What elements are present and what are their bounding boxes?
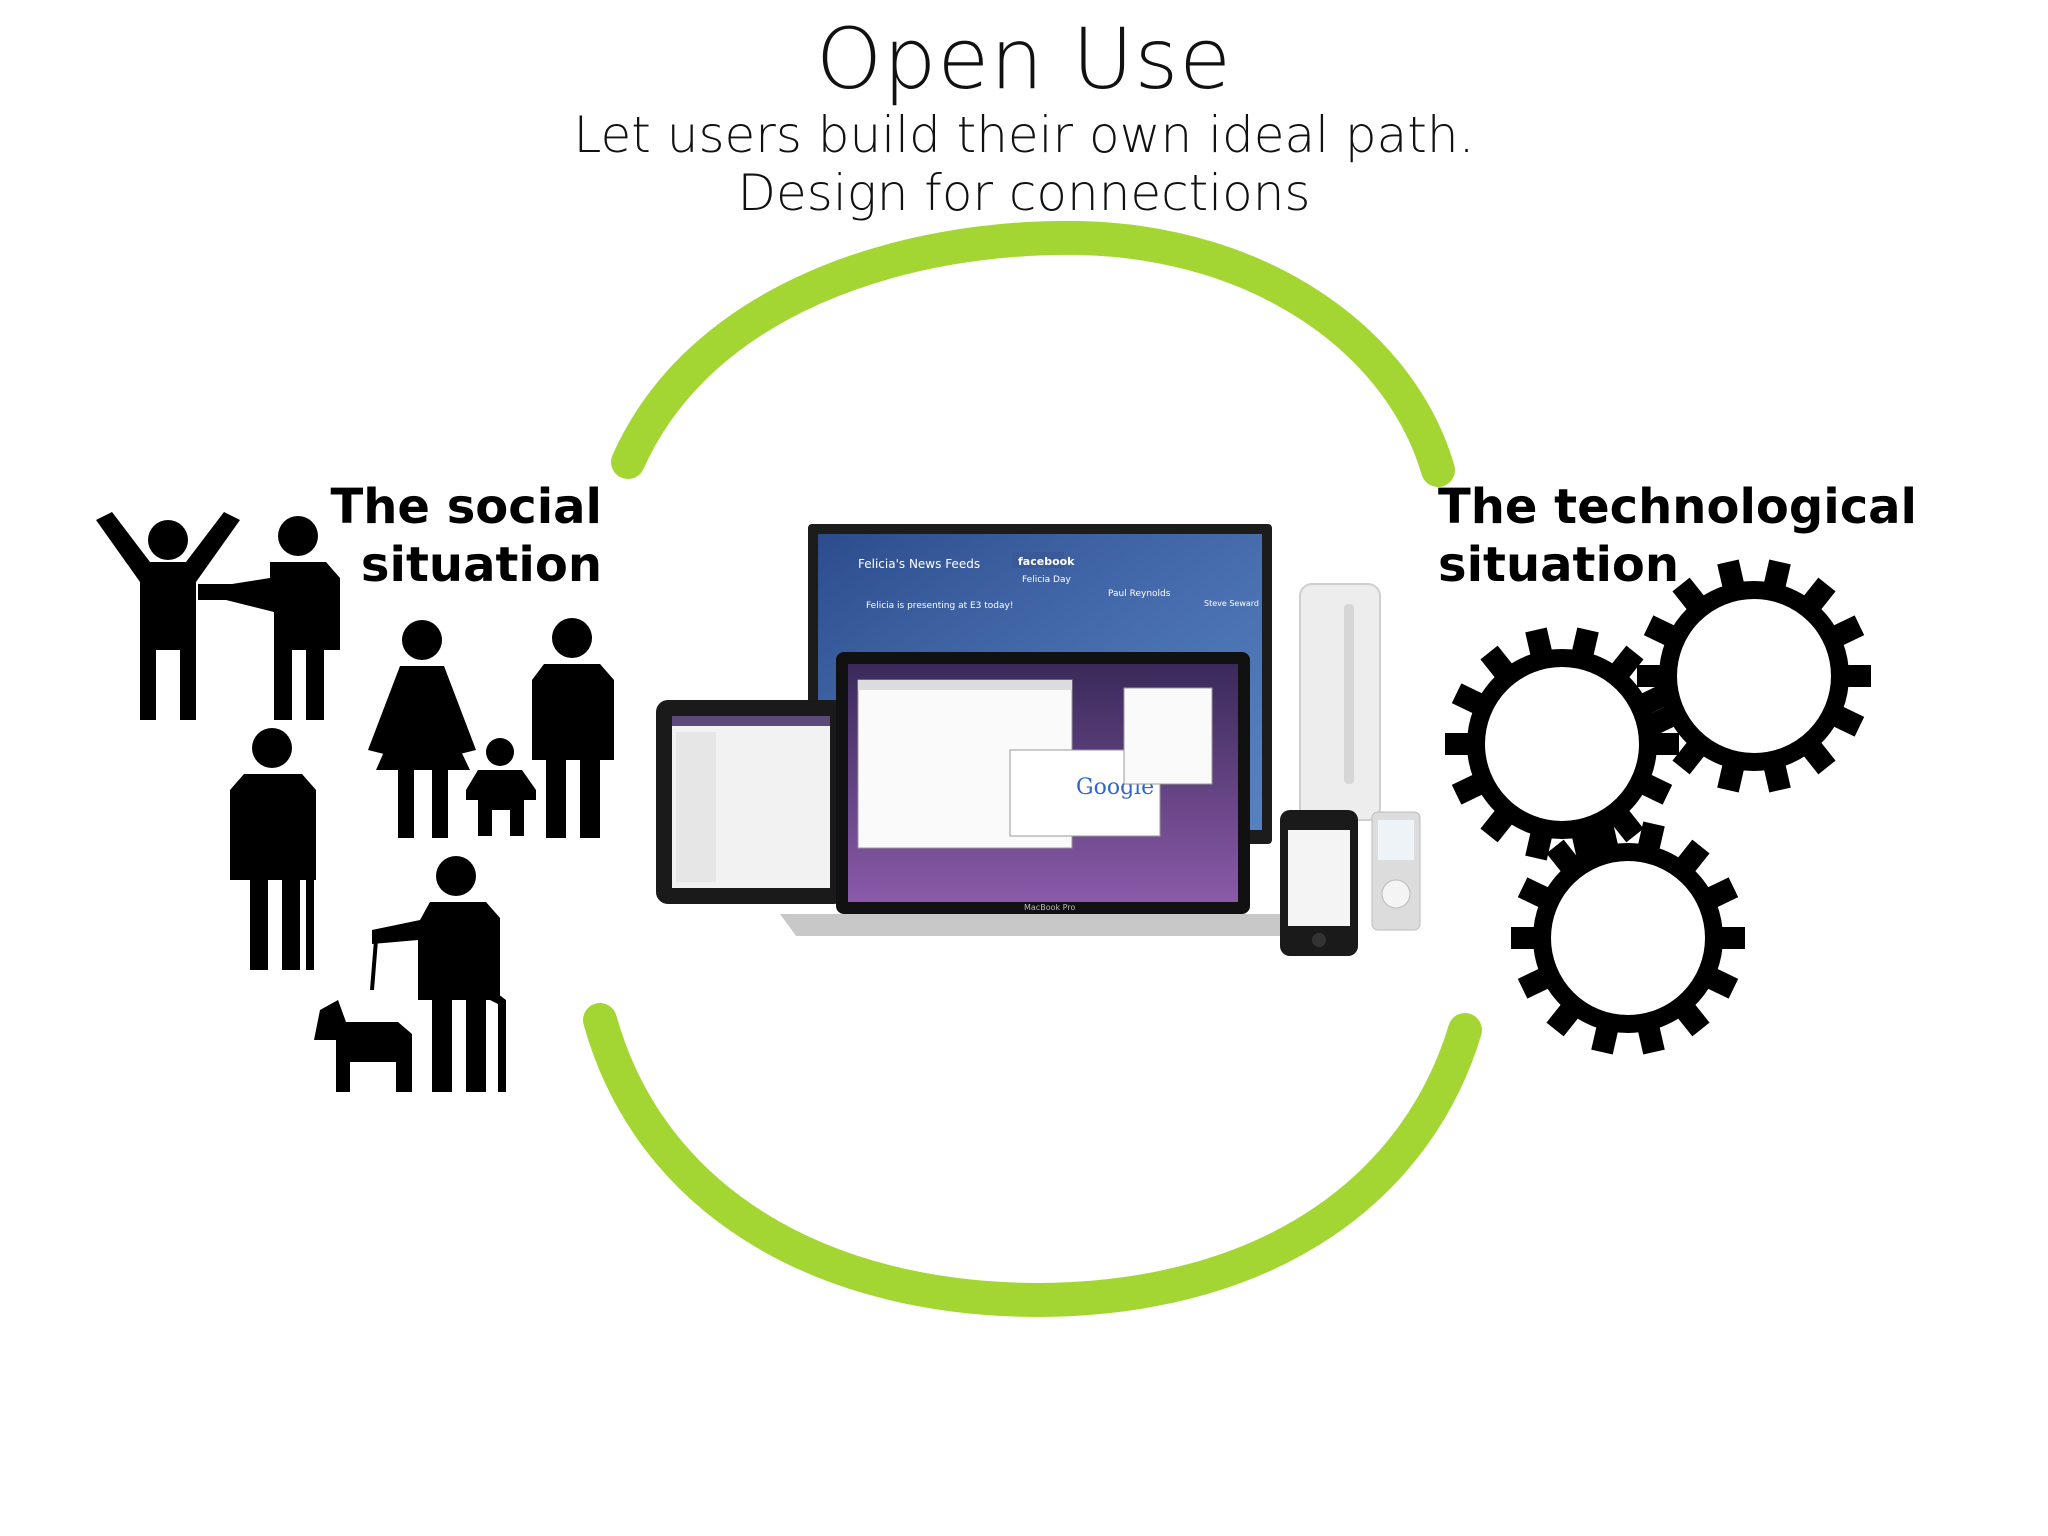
top-arc-icon [611,220,1455,487]
gear-left-icon [1445,627,1679,861]
technological-situation-label: The technological situation [1438,478,1998,594]
tv-name1: Felicia Day [1022,575,1071,585]
tv-brand: facebook [1018,555,1075,568]
gear-bottom-icon [1511,821,1745,1055]
man-icon [532,618,614,838]
person-arms-up-icon [96,512,240,720]
tablet-icon [656,700,846,904]
tv-name2: Paul Reynolds [1108,589,1171,599]
slide-subtitle-line1: Let users build their own ideal path. [573,106,1475,164]
person-pointing-icon [198,516,340,720]
tech-line2: situation [1438,537,1680,593]
phone-icon [1280,810,1358,956]
social-line1: The social [330,479,602,535]
slide-subtitle-line2: Design for connections [737,164,1311,222]
laptop-brand: MacBook Pro [1024,903,1075,912]
slide-title: Open Use [816,10,1232,108]
tv-name3: Steve Seward [1204,599,1259,608]
woman-icon [368,620,476,838]
bottom-arc-icon [583,1003,1482,1318]
tech-line1: The technological [1438,479,1917,535]
console-icon [1299,583,1381,821]
social-situation-label: The social situation [330,478,602,594]
tv-header: Felicia's News Feeds [858,557,980,571]
laptop-icon: Google MacBook Pro [780,652,1300,936]
music-player-icon [1371,811,1421,931]
tv-status: Felicia is presenting at E3 today! [866,601,1013,611]
person-with-dog-icon [314,856,506,1092]
child-icon [466,738,536,836]
gear-right-icon [1637,559,1871,793]
social-line2: situation [360,537,602,593]
person-crutch-icon [230,728,316,970]
